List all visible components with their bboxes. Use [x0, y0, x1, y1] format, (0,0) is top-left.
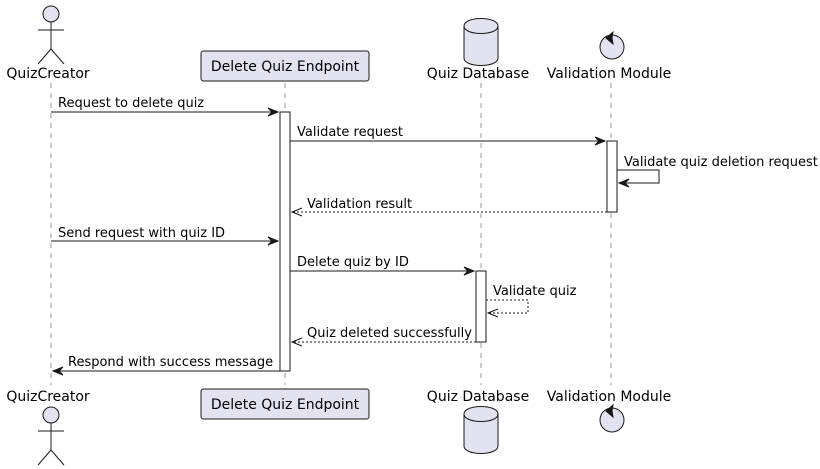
message-respond-with-success-message: Respond with success message: [51, 355, 280, 376]
database-icon: [463, 18, 499, 66]
participant-label: Delete Quiz Endpoint: [211, 397, 360, 413]
message-validate-request: Validate request: [290, 125, 607, 146]
message-send-request-with-quiz-id: Send request with quiz ID: [51, 226, 280, 246]
message-label: Send request with quiz ID: [58, 226, 225, 241]
participant-quiz-database-bottom: Quiz Database: [427, 389, 529, 454]
message-validate-quiz-deletion-request: Validate quiz deletion request: [617, 155, 818, 188]
actor-icon: [37, 5, 65, 65]
message-label: Request to delete quiz: [58, 96, 204, 111]
message-quiz-deleted-successfully: Quiz deleted successfully: [290, 326, 476, 347]
message-label: Validate quiz: [493, 284, 577, 299]
participant-box: [200, 50, 370, 82]
participant-box: [200, 388, 370, 420]
participant-delete-quiz-endpoint-top: Delete Quiz Endpoint: [200, 50, 370, 82]
control-icon: [599, 30, 625, 60]
activation-validation: [606, 140, 618, 213]
message-delete-quiz-by-id: Delete quiz by ID: [290, 255, 476, 276]
activation-endpoint: [279, 111, 291, 372]
participant-validation-module-bottom: Validation Module: [547, 389, 672, 433]
participant-label: QuizCreator: [6, 66, 90, 82]
participant-quiz-creator-bottom: QuizCreator: [6, 389, 90, 466]
actor-icon: [37, 406, 65, 466]
participant-label: QuizCreator: [6, 389, 90, 405]
participant-label: Quiz Database: [427, 66, 529, 82]
participant-label: Delete Quiz Endpoint: [211, 59, 360, 75]
control-icon: [599, 403, 625, 433]
message-label: Validation result: [307, 197, 412, 212]
message-request-to-delete-quiz: Request to delete quiz: [51, 96, 280, 117]
activation-database: [475, 270, 487, 343]
participant-delete-quiz-endpoint-bottom: Delete Quiz Endpoint: [200, 388, 370, 420]
message-label: Respond with success message: [68, 355, 273, 370]
database-icon: [463, 406, 499, 454]
message-validation-result: Validation result: [290, 197, 607, 217]
participant-quiz-creator-top: QuizCreator: [6, 5, 90, 82]
message-validate-quiz: Validate quiz: [486, 284, 577, 318]
message-label: Validate quiz deletion request: [624, 155, 818, 170]
participant-label: Validation Module: [547, 389, 672, 405]
participant-quiz-database-top: Quiz Database: [427, 18, 529, 82]
message-label: Validate request: [297, 125, 403, 140]
participant-validation-module-top: Validation Module: [547, 30, 672, 82]
participant-label: Validation Module: [547, 66, 672, 82]
message-label: Quiz deleted successfully: [307, 326, 472, 341]
participant-label: Quiz Database: [427, 389, 529, 405]
message-label: Delete quiz by ID: [297, 255, 409, 270]
